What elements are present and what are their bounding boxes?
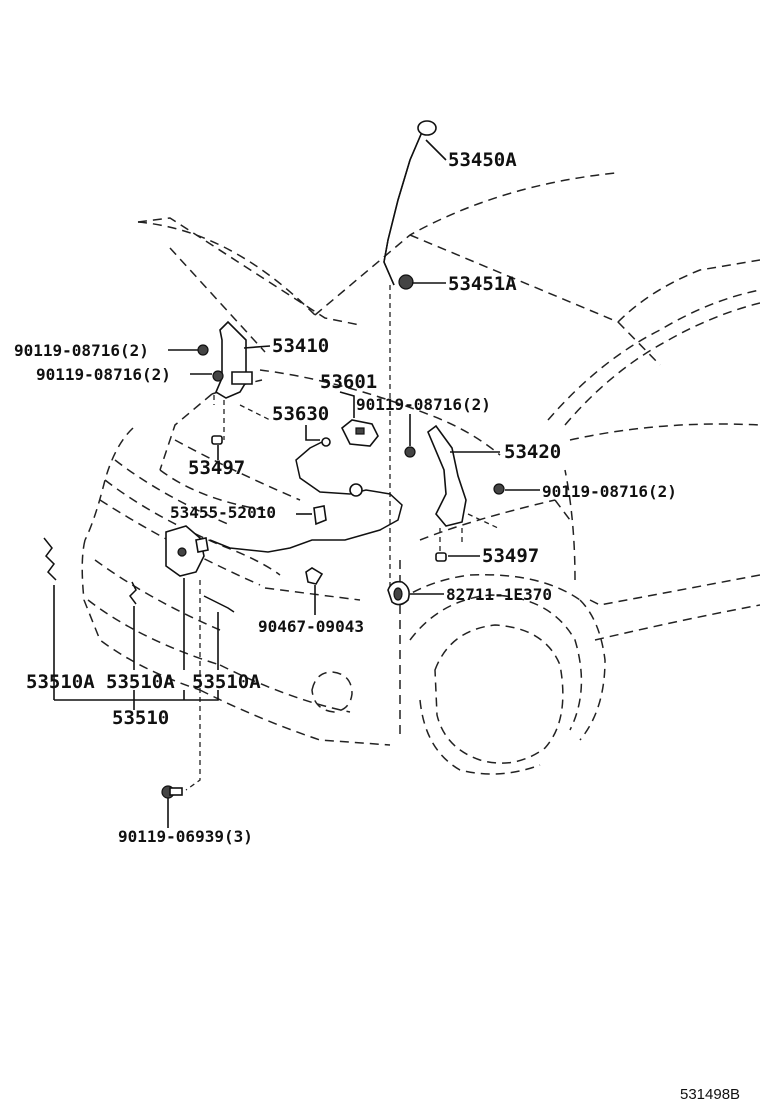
label-cushion-right: 53497: [482, 545, 539, 567]
label-rod-clip: 53451A: [448, 273, 517, 295]
hood-support-rod: [383, 120, 437, 590]
label-lock-assembly: 53510: [112, 707, 169, 729]
label-hinge-right-bolt: 90119-08716(2): [542, 482, 677, 501]
label-lock-control: 53601: [320, 371, 377, 393]
cushion-right: [435, 552, 447, 562]
label-retainer: 90467-09043: [258, 617, 364, 636]
label-insulator-clip: 82711-1E370: [446, 585, 552, 604]
hood-insulator-clip: [387, 580, 410, 606]
hood-lock-control: [340, 419, 379, 447]
hood-lock-control-cable: [209, 437, 403, 553]
label-hinge-left-bolt-b: 90119-08716(2): [36, 365, 171, 384]
striker-spring-center: [129, 581, 137, 605]
label-cushion-left: 53497: [188, 457, 245, 479]
label-lock-bolt: 90119-06939(3): [118, 827, 253, 846]
label-hinge-right: 53420: [504, 441, 561, 463]
label-striker-a: 53510A: [26, 671, 95, 693]
lock-bolt: [161, 785, 183, 799]
cable-retainer: [305, 567, 324, 585]
striker-spring-right: [203, 595, 235, 613]
hood-hinge-right: [404, 424, 505, 555]
label-support-rod: 53450A: [448, 149, 517, 171]
hood-cable-clamp: [313, 505, 327, 526]
label-striker-c: 53510A: [192, 671, 261, 693]
cushion-left: [211, 435, 223, 445]
leader-lines: [53, 139, 540, 828]
striker-spring-left: [43, 537, 57, 581]
hood-hinge-left: [197, 320, 271, 440]
label-lock-control-bolt: 90119-08716(2): [356, 395, 491, 414]
label-clamp: 53455-52010: [170, 503, 276, 522]
vehicle-outline: [81, 172, 760, 775]
label-hinge-left-bolt-a: 90119-08716(2): [14, 341, 149, 360]
rod-clip: [398, 274, 414, 290]
label-hinge-left: 53410: [272, 335, 329, 357]
figure-code: 531498B: [680, 1086, 740, 1103]
hood-lock-assembly: [165, 525, 209, 791]
label-striker-b: 53510A: [106, 671, 175, 693]
label-cable: 53630: [272, 403, 329, 425]
